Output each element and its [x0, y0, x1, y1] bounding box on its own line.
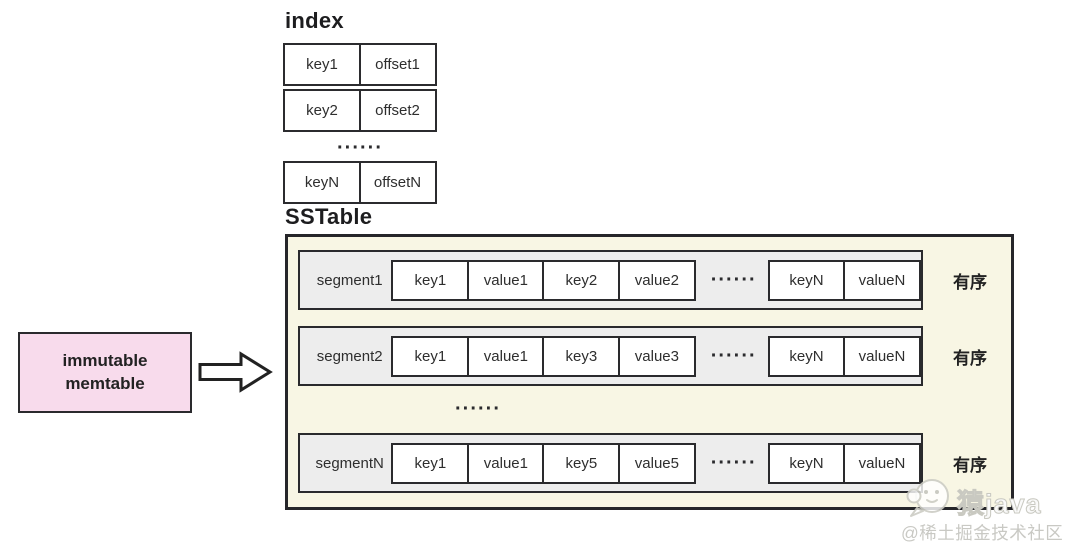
ordered-label: 有序: [953, 455, 987, 475]
kv-cell: key1: [391, 442, 470, 484]
index-key-cell: key2: [283, 89, 361, 132]
ordered-label: 有序: [953, 348, 987, 368]
watermark-community: @稀土掘金技术社区: [901, 523, 1064, 543]
kv-cell: value1: [466, 442, 545, 484]
segment-ellipsis: ······: [710, 452, 757, 474]
index-row-1: key1 offset1: [283, 43, 437, 86]
kv-cell: valueN: [843, 442, 921, 484]
segment-tail-cells: keyN valueN: [767, 335, 921, 377]
sstable-title: SSTable: [285, 204, 373, 229]
index-key-cell: key1: [283, 43, 361, 86]
segment-row-n: segmentN key1 value1 key5 value5 ······ …: [298, 433, 923, 493]
kv-cell: keyN: [767, 259, 846, 301]
kv-cell: valueN: [843, 335, 921, 377]
index-offset-cell: offsetN: [358, 161, 437, 204]
kv-cell: value5: [617, 442, 696, 484]
memtable-label-line1: immutable: [62, 350, 148, 370]
kv-cell: keyN: [767, 442, 846, 484]
index-offset-cell: offset2: [358, 89, 437, 132]
segment-row-2: segment2 key1 value1 key3 value3 ······ …: [298, 326, 923, 386]
kv-cell: key1: [391, 335, 470, 377]
kv-cell: keyN: [767, 335, 846, 377]
kv-cell: value3: [617, 335, 696, 377]
segment-cells: key1 value1 key3 value3: [391, 335, 696, 377]
kv-cell: valueN: [843, 259, 921, 301]
segment-tail-cells: keyN valueN: [767, 259, 921, 301]
segment-cells: key1 value1 key2 value2: [391, 259, 696, 301]
segment-ellipsis: ······: [710, 345, 757, 367]
kv-cell: key1: [391, 259, 470, 301]
segment-tail-cells: keyN valueN: [767, 442, 921, 484]
kv-cell: value1: [466, 335, 545, 377]
ordered-label: 有序: [953, 272, 987, 292]
index-row-n: keyN offsetN: [283, 161, 437, 204]
segment-label: segmentN: [315, 454, 384, 472]
index-ellipsis: ······: [337, 137, 383, 159]
index-key-cell: keyN: [283, 161, 361, 204]
segment-ellipsis: ······: [710, 269, 757, 291]
index-title: index: [285, 8, 344, 33]
segments-ellipsis: ······: [455, 398, 501, 420]
yuanjava-logo-icon: [906, 479, 949, 517]
kv-cell: key2: [542, 259, 621, 301]
segment-label: segment2: [316, 347, 383, 365]
segment-row-1: segment1 key1 value1 key2 value2 ······ …: [298, 250, 923, 310]
kv-cell: value2: [617, 259, 696, 301]
segment-cells: key1 value1 key5 value5: [391, 442, 696, 484]
kv-cell: key3: [542, 335, 621, 377]
kv-cell: key5: [542, 442, 621, 484]
kv-cell: value1: [466, 259, 545, 301]
immutable-memtable-box: immutable memtable: [18, 332, 192, 413]
segment-label: segment1: [316, 271, 383, 289]
segment-1-wrap: segment1 key1 value1 key2 value2 ······ …: [298, 250, 987, 310]
sstable-box: segment1 key1 value1 key2 value2 ······ …: [285, 234, 1014, 510]
watermark-brand: 猿java: [957, 489, 1042, 520]
index-row-2: key2 offset2: [283, 89, 437, 132]
memtable-label-line2: memtable: [65, 373, 145, 393]
segment-2-wrap: segment2 key1 value1 key3 value3 ······ …: [298, 326, 987, 386]
index-offset-cell: offset1: [358, 43, 437, 86]
flush-arrow-icon: [198, 351, 273, 393]
segment-n-wrap: segmentN key1 value1 key5 value5 ······ …: [298, 433, 987, 493]
